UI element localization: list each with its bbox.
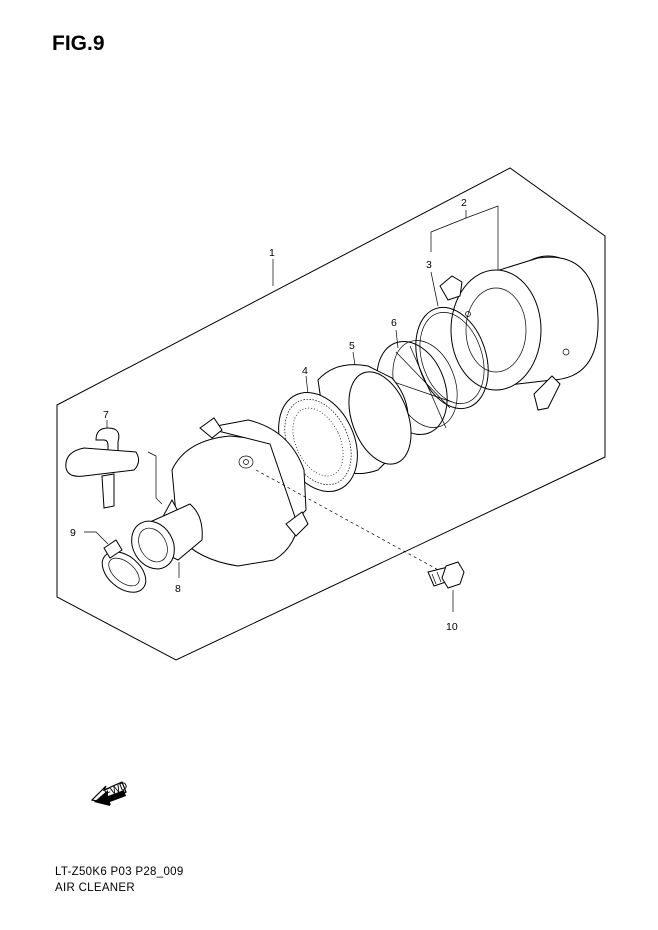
callout-2: 2 xyxy=(461,197,467,209)
assembly-boundary xyxy=(56,167,606,661)
callout-8: 8 xyxy=(175,583,181,595)
part-8-intake-boot xyxy=(131,503,203,570)
leader-5 xyxy=(352,351,356,366)
callout-10: 10 xyxy=(446,621,458,633)
figure-title: FIG.9 xyxy=(52,32,105,55)
figure-name: AIR CLEANER xyxy=(55,882,135,894)
callout-6: 6 xyxy=(391,317,397,329)
callout-5: 5 xyxy=(349,340,355,352)
leader-2 xyxy=(465,205,499,280)
part-9-clamp xyxy=(101,539,147,593)
part-7-breather-hose xyxy=(65,427,140,509)
part-1-housing xyxy=(159,417,309,567)
callout-4: 4 xyxy=(302,365,308,377)
callout-9: 9 xyxy=(70,527,76,539)
callout-7: 7 xyxy=(103,409,109,421)
callout-3: 3 xyxy=(426,259,432,271)
assembly-axis xyxy=(255,469,443,573)
callout-1: 1 xyxy=(269,247,275,259)
part-10-bolt xyxy=(427,561,465,589)
leader-9 xyxy=(84,531,109,545)
leader-3 xyxy=(430,271,439,307)
figure-code: LT-Z50K6 P03 P28_009 xyxy=(55,866,184,878)
leader-4 xyxy=(305,375,309,395)
forward-arrow-icon: FWD xyxy=(90,780,130,806)
part-2-case xyxy=(439,255,599,411)
leader-2b xyxy=(430,217,467,252)
clamp-guide xyxy=(147,451,163,505)
leader-6 xyxy=(395,329,399,349)
